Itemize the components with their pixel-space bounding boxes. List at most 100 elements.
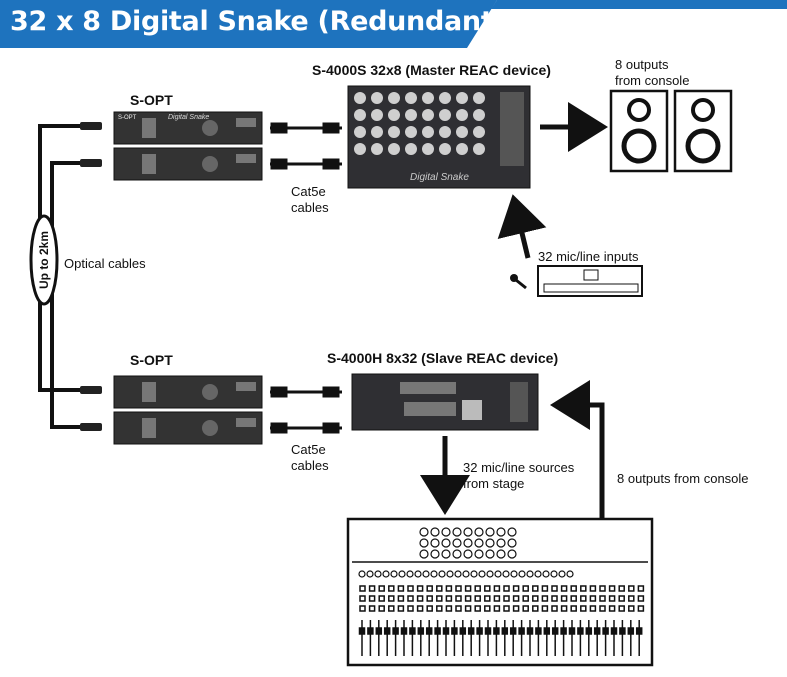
console-knob-icon: [478, 570, 486, 578]
xlr-jack-icon: [354, 143, 366, 155]
fader-cap: [627, 627, 635, 635]
master-device-label: S-4000S 32x8 (Master REAC device): [312, 62, 551, 78]
console-button: [541, 585, 549, 592]
fader-cap: [425, 627, 433, 635]
fader-cap: [535, 627, 542, 635]
console-knob-icon: [414, 570, 422, 578]
console-button: [426, 595, 433, 602]
xlr-jack-icon: [371, 109, 383, 121]
console-knob-icon: [462, 570, 470, 578]
console-knob-icon: [463, 549, 473, 559]
inputs-label: 32 mic/line inputs: [538, 249, 639, 264]
xlr-jack-icon: [405, 143, 417, 155]
console-button: [532, 605, 539, 612]
console-knob-icon: [474, 527, 484, 537]
console-knob-icon: [374, 570, 382, 578]
console-knob-icon: [419, 538, 429, 548]
console-button: [637, 605, 645, 612]
fader-cap: [568, 627, 576, 635]
console-button: [484, 595, 491, 602]
console-button: [618, 585, 625, 592]
xlr-jack-icon: [422, 143, 434, 155]
console-button: [484, 605, 491, 612]
cat5e-label-top-line1: Cat5e: [291, 184, 326, 199]
xlr-jack-icon: [354, 126, 366, 138]
console-button: [378, 595, 385, 602]
console-button: [637, 585, 645, 592]
fader-cap: [442, 627, 450, 635]
console-button: [407, 585, 414, 592]
xlr-jack-icon: [388, 126, 400, 138]
console-knob-icon: [452, 538, 462, 548]
optical-connectors: [80, 122, 102, 431]
console-button: [580, 595, 587, 602]
console-button: [359, 605, 366, 612]
console-button: [551, 605, 558, 612]
console-knob-icon: [430, 527, 440, 537]
console-knob-icon: [485, 538, 495, 548]
console-knob-icon: [496, 527, 506, 537]
console-knob-icon: [470, 570, 478, 578]
fader-cap: [543, 627, 551, 635]
console-outputs-label: 8 outputs from console: [617, 471, 749, 486]
slave-device-label: S-4000H 8x32 (Slave REAC device): [327, 350, 559, 366]
console-button: [388, 595, 395, 602]
fader-cap: [501, 627, 509, 635]
fader-cap: [610, 627, 618, 635]
console-button: [599, 595, 606, 602]
console-button: [464, 595, 472, 602]
optical-cables-label: Optical cables: [64, 256, 146, 271]
fader-cap: [518, 627, 525, 635]
console-knob-icon: [542, 570, 550, 578]
console-button: [580, 585, 587, 592]
console-knob-icon: [390, 570, 398, 578]
fader-cap: [400, 627, 408, 635]
fader-cap: [551, 627, 559, 635]
console-outputs-arrow: [550, 380, 605, 518]
console-knob-icon: [452, 549, 462, 559]
console-button: [637, 595, 645, 602]
speaker-left: [609, 89, 669, 173]
xlr-jack-icon: [456, 109, 468, 121]
xlr-jack-icon: [456, 126, 468, 138]
fader-cap: [451, 627, 458, 635]
console-knob-icon: [441, 527, 451, 537]
console-knob-icon: [502, 570, 510, 578]
console-button: [416, 605, 424, 612]
console-button: [493, 585, 501, 592]
console-button: [608, 585, 616, 592]
fader-cap: [484, 627, 492, 635]
fader-cap: [383, 627, 391, 635]
console-button: [570, 585, 577, 592]
console-button: [464, 585, 472, 592]
console-knob-icon: [474, 549, 484, 559]
outputs-label-line2: from console: [615, 73, 690, 88]
console-knob-icon: [463, 527, 473, 537]
xlr-jack-icon: [354, 92, 366, 104]
speaker-right: [673, 89, 733, 173]
fader-cap: [459, 627, 467, 635]
console-knob-icon: [430, 549, 440, 559]
console-knob-icon: [566, 570, 574, 578]
console-button: [551, 585, 558, 592]
fader-cap: [392, 627, 399, 635]
console-button: [560, 595, 568, 602]
console-knob-icon: [358, 570, 366, 578]
console-button: [455, 605, 462, 612]
console-knob-icon: [382, 570, 390, 578]
sopt-label-top: S-OPT: [130, 92, 173, 108]
console-button: [378, 605, 385, 612]
console-knob-icon: [534, 570, 542, 578]
console-button: [608, 595, 616, 602]
xlr-jack-icon: [422, 92, 434, 104]
fader-cap: [417, 627, 425, 635]
microphone-icon: [510, 274, 527, 290]
master-reac-device: [347, 85, 531, 189]
console-knob-icon: [507, 538, 517, 548]
cat5e-cables-bottom: [270, 386, 342, 434]
xlr-jack-icon: [439, 126, 451, 138]
console-button: [493, 605, 501, 612]
console-button: [397, 605, 405, 612]
console-knob-icon: [419, 527, 429, 537]
console-knob-icon: [474, 538, 484, 548]
